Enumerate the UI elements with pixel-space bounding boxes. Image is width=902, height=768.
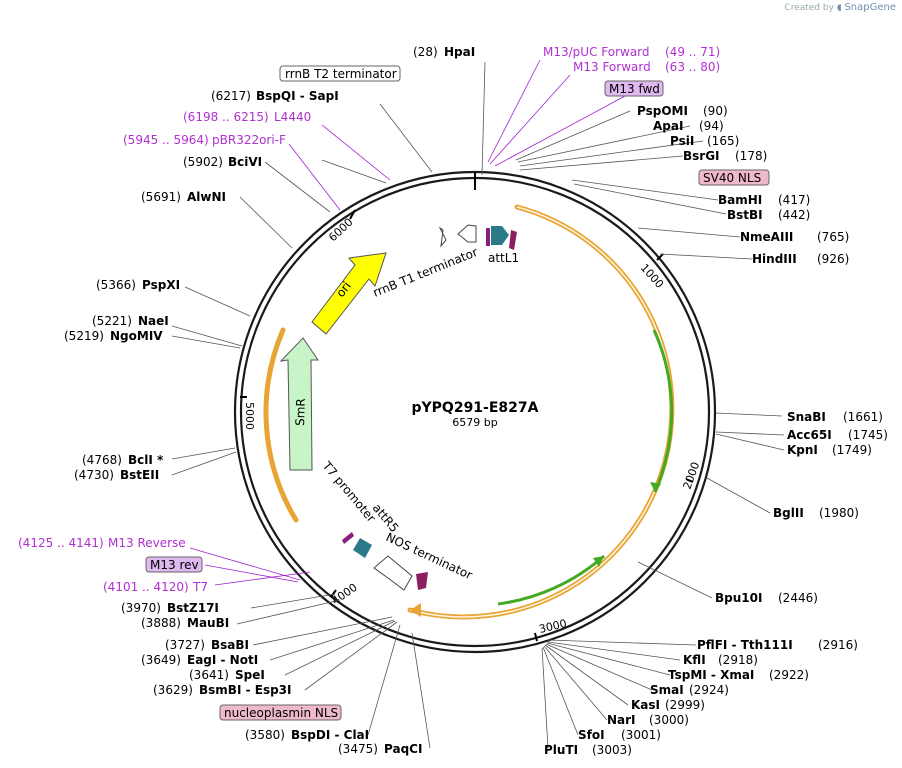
box-rrnb-t2-text: rrnB T2 terminator: [285, 67, 397, 81]
box-sv40-nls[interactable]: SV40 NLS: [698, 169, 770, 186]
site-alwni[interactable]: (5691)AlwNI: [141, 190, 226, 204]
ori-feature[interactable]: [311, 252, 387, 335]
box-nucleoplasmin-nls[interactable]: nucleoplasmin NLS: [219, 704, 342, 721]
box-m13-fwd[interactable]: M13 fwd: [604, 80, 664, 97]
site-bsrgi[interactable]: BsrGI(178): [683, 149, 767, 163]
site-snabi[interactable]: SnaBI(1661): [787, 410, 883, 424]
site-bsabi[interactable]: (3727)BsaBI: [165, 638, 249, 652]
primer-pbr322ori-f[interactable]: (5945 .. 5964)pBR322ori-F: [123, 133, 286, 147]
site-bsmbi-esp3i[interactable]: (3629)BsmBI - Esp3I: [153, 683, 291, 697]
site-kpni[interactable]: KpnI(1749): [787, 443, 872, 457]
tick-marks: [240, 172, 694, 642]
primer-t7[interactable]: (4101 .. 4120)T7: [103, 580, 208, 594]
cds-arc-left[interactable]: [263, 327, 299, 523]
box-nucleoplasmin-nls-text: nucleoplasmin NLS: [224, 706, 338, 720]
site-naei[interactable]: (5221)NaeI: [92, 314, 169, 328]
attl1-feature[interactable]: [491, 226, 509, 245]
rrnb-t1-feature[interactable]: [457, 224, 477, 243]
green-arc-2[interactable]: [497, 554, 605, 606]
rrnb-t2-feature[interactable]: [438, 226, 447, 248]
primer-site-top-2: [509, 230, 517, 250]
credit-brand: SnapGene: [844, 2, 896, 13]
tick-4000: [330, 589, 337, 598]
tick-label-5000: 5000: [243, 402, 256, 430]
box-sv40-nls-text: SV40 NLS: [703, 171, 761, 185]
tick-1000: [656, 253, 664, 261]
box-m13-rev-text: M13 rev: [150, 558, 199, 572]
box-m13-fwd-text: M13 fwd: [609, 82, 660, 96]
primer-site-top-1: [486, 228, 490, 246]
tick-label-1000: 1000: [638, 261, 666, 291]
site-sfoi[interactable]: SfoI(3001): [578, 728, 661, 742]
site-nari[interactable]: NarI(3000): [607, 713, 689, 727]
site-hpai[interactable]: (28)HpaI: [413, 45, 475, 59]
site-bstz17i[interactable]: (3970)BstZ17I: [121, 601, 219, 615]
snapgene-logo-icon: ◖: [836, 3, 842, 13]
site-spei[interactable]: (3641)SpeI: [189, 668, 265, 682]
nos-terminator-feature[interactable]: [373, 555, 413, 591]
site-bcli[interactable]: (4768)BclI *: [82, 453, 164, 467]
site-maubi[interactable]: (3888)MauBI: [141, 616, 229, 630]
site-bglii[interactable]: BglII(1980): [773, 506, 859, 520]
site-pspomi[interactable]: PspOMI(90): [637, 104, 728, 118]
box-rrnb-t2[interactable]: rrnB T2 terminator: [279, 65, 401, 82]
t7-feature[interactable]: [342, 532, 354, 544]
site-ngomiv[interactable]: (5219)NgoMIV: [64, 329, 163, 343]
site-pluti[interactable]: PluTI(3003): [544, 743, 632, 757]
site-nmeaiii[interactable]: NmeAIII(765): [740, 230, 849, 244]
site-eagi-noti[interactable]: (3649)EagI - NotI: [141, 653, 258, 667]
tick-2000: [685, 478, 694, 483]
site-apai[interactable]: ApaI(94): [653, 119, 724, 133]
primer-m13-forward[interactable]: M13 Forward(63 .. 80): [573, 60, 720, 74]
tick-6000: [349, 209, 356, 220]
plasmid-length: 6579 bp: [452, 416, 497, 429]
tick-label-3000: 3000: [538, 617, 568, 636]
nucleoplasmin-nls-feature[interactable]: [416, 572, 428, 590]
site-bsteii[interactable]: (4730)BstEII: [74, 468, 159, 482]
attr5-feature[interactable]: [353, 538, 372, 558]
cds-arrowhead: [410, 603, 421, 617]
site-smai[interactable]: SmaI(2924): [650, 683, 729, 697]
site-bcivi[interactable]: (5902)BciVI: [183, 155, 262, 169]
site-pflfi-tth111i[interactable]: PflFI - Tth111I(2916): [697, 638, 858, 652]
t7-promoter-label: T7 promoter: [319, 458, 378, 525]
plasmid-name: pYPQ291-E827A: [412, 400, 539, 416]
attl1-label: attL1: [488, 251, 519, 265]
snapgene-credit: Created by ◖ SnapGene: [784, 2, 896, 13]
site-kasi[interactable]: KasI(2999): [631, 698, 705, 712]
site-hindiii[interactable]: HindIII(926): [752, 252, 849, 266]
site-bspdi-clai[interactable]: (3580)BspDI - ClaI: [245, 728, 369, 742]
smr-label: SmR: [293, 398, 308, 426]
site-paqci[interactable]: (3475)PaqCI: [338, 742, 422, 756]
site-bstbi[interactable]: BstBI(442): [727, 208, 810, 222]
green-arc-1-arrow: [650, 482, 661, 492]
site-bpu10i[interactable]: Bpu10I(2446): [715, 591, 818, 605]
site-tspmi-xmai[interactable]: TspMI - XmaI(2922): [668, 668, 809, 682]
site-kfli[interactable]: KflI(2918): [683, 653, 758, 667]
credit-prefix: Created by: [784, 3, 834, 13]
site-pspxi[interactable]: (5366)PspXI: [96, 278, 180, 292]
site-acc65i[interactable]: Acc65I(1745): [787, 428, 888, 442]
tick-3000: [534, 632, 538, 642]
primer-l4440[interactable]: (6198 .. 6215)L4440: [183, 110, 311, 124]
primer-m13-reverse[interactable]: (4125 .. 4141)M13 Reverse: [18, 536, 186, 550]
green-arc-2-arrow: [593, 556, 604, 567]
site-bspqi-sapi[interactable]: (6217)BspQI - SapI: [211, 89, 339, 103]
site-psii[interactable]: PsiI(165): [670, 134, 739, 148]
green-arc-1[interactable]: [652, 329, 674, 493]
primer-m13-puc-forward[interactable]: M13/pUC Forward(49 .. 71): [543, 45, 720, 59]
box-m13-rev[interactable]: M13 rev: [145, 556, 203, 573]
site-bamhi[interactable]: BamHI(417): [718, 193, 810, 207]
smr-feature[interactable]: [279, 337, 319, 471]
rrnb-t1-label: rrnB T1 terminator: [371, 245, 480, 300]
